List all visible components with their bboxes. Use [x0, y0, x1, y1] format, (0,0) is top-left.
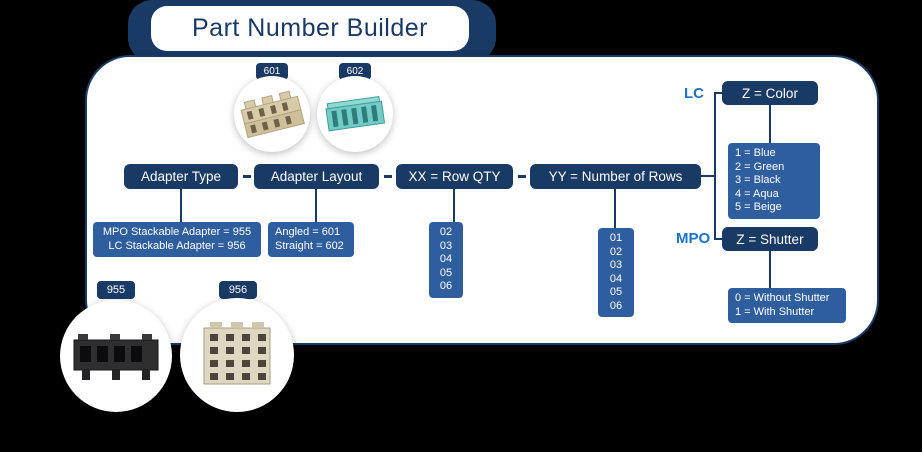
option: LC Stackable Adapter = 956 [108, 239, 246, 252]
title-pill: Part Number Builder [151, 6, 469, 51]
straight-adapter-602-image [325, 95, 386, 132]
option: 1 = With Shutter [735, 305, 815, 318]
connector-line [453, 189, 455, 222]
adapter-photo-955 [60, 300, 172, 412]
option: 1 = Blue [735, 147, 776, 159]
connector-line [714, 92, 722, 94]
connector-line [180, 189, 182, 222]
connector-line [614, 189, 616, 228]
badge-956: 956 [219, 281, 257, 299]
option: 02 [609, 245, 623, 258]
flow-step-adapter-type: Adapter Type [124, 164, 238, 189]
flow-step-row-qty: XX = Row QTY [396, 164, 513, 189]
option: 3 = Black [735, 174, 781, 186]
adapter-type-options: MPO Stackable Adapter = 955 LC Stackable… [93, 222, 261, 257]
option: 2 = Green [735, 160, 785, 173]
option: Angled = 601 [275, 226, 341, 238]
option: 03 [609, 259, 623, 271]
page-title: Part Number Builder [192, 14, 428, 42]
option: 02 [439, 226, 453, 238]
z-shutter-header: Z = Shutter [722, 227, 818, 251]
connector-line [701, 175, 716, 177]
lc-label: LC [684, 85, 704, 102]
connector-line [714, 92, 716, 240]
option: 05 [439, 266, 453, 279]
z-color-header: Z = Color [722, 81, 818, 105]
adapter-photo-602 [317, 76, 393, 152]
connector-line [769, 105, 771, 143]
option: 5 = Beige [735, 201, 782, 213]
badge-955: 955 [97, 281, 135, 299]
option: 03 [439, 239, 453, 252]
option: 0 = Without Shutter [735, 292, 830, 304]
connector-dash [384, 175, 392, 178]
option: MPO Stackable Adapter = 955 [102, 226, 252, 238]
connector-dash [518, 175, 526, 178]
row-qty-options: 02 03 04 05 06 [429, 222, 463, 298]
angled-adapter-601-image [240, 90, 305, 139]
option: 01 [609, 232, 623, 244]
lc-stackable-adapter-956-image [203, 322, 271, 385]
option: Straight = 602 [275, 239, 344, 252]
flow-step-number-of-rows: YY = Number of Rows [530, 164, 701, 189]
option: 06 [439, 280, 453, 292]
connector-dash [243, 175, 251, 178]
number-of-rows-options: 01 02 03 04 05 06 [598, 228, 634, 317]
connector-line [315, 189, 317, 222]
flow-step-adapter-layout: Adapter Layout [254, 164, 379, 189]
adapter-photo-956 [180, 298, 294, 412]
shutter-options: 0 = Without Shutter 1 = With Shutter [728, 288, 846, 323]
color-options: 1 = Blue 2 = Green 3 = Black 4 = Aqua 5 … [728, 143, 820, 219]
badge-602: 602 [339, 63, 371, 80]
mpo-stackable-adapter-955-image [73, 334, 159, 380]
adapter-photo-601 [234, 76, 310, 152]
option: 06 [609, 299, 623, 312]
badge-601: 601 [256, 63, 288, 80]
connector-line [714, 238, 722, 240]
option: 04 [609, 272, 623, 285]
adapter-layout-options: Angled = 601 Straight = 602 [268, 222, 354, 257]
mpo-label: MPO [676, 230, 711, 247]
option: 05 [609, 286, 623, 298]
option: 4 = Aqua [735, 187, 779, 200]
connector-line [769, 251, 771, 288]
option: 04 [439, 253, 453, 265]
